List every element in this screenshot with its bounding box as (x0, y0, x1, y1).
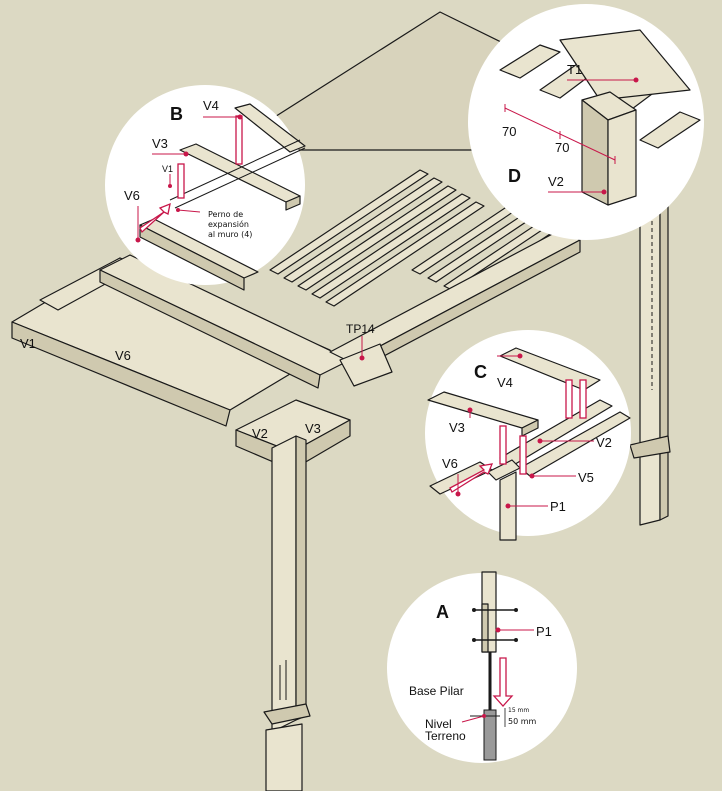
detail-d-t1-label: T1 (567, 62, 582, 77)
detail-c-v2-label: V2 (596, 435, 612, 450)
detail-c-v3-label: V3 (449, 420, 465, 435)
main-v2-label: V2 (252, 426, 268, 441)
detail-d-callout: D (508, 166, 521, 186)
detail-c-callout: C (474, 362, 487, 382)
detail-d-dim-2: 70 (555, 140, 569, 155)
detail-b: B V4 V3 V1 V6 Perno de expansión al muro… (105, 85, 306, 291)
detail-c-p1-label: P1 (550, 499, 566, 514)
detail-a-dim-15: 15 mm (508, 707, 529, 714)
detail-a-callout: A (436, 602, 449, 622)
main-v3-label: V3 (305, 421, 321, 436)
front-post (263, 435, 311, 791)
detail-a: A P1 Base Pilar Nivel Terreno 15 mm 50 m… (387, 571, 577, 763)
detail-c: C V4 V3 V2 V6 V5 P1 (425, 330, 631, 541)
main-v1-label: V1 (20, 336, 36, 351)
detail-b-v6-label: V6 (124, 188, 140, 203)
detail-c-v6-label: V6 (442, 456, 458, 471)
detail-b-v1-label: V1 (162, 164, 173, 174)
detail-a-p1-label: P1 (536, 624, 552, 639)
detail-b-callout: B (170, 104, 183, 124)
detail-b-v4-label: V4 (203, 98, 219, 113)
detail-b-v3-label: V3 (152, 136, 168, 151)
detail-a-nivel-line2: Terreno (425, 729, 466, 743)
main-v6-label: V6 (115, 348, 131, 363)
back-post (629, 149, 671, 526)
detail-c-v5-label: V5 (578, 470, 594, 485)
detail-d-dim-1: 70 (502, 124, 516, 139)
detail-b-note-line3: al muro (4) (208, 230, 252, 239)
detail-b-note-line2: expansión (208, 219, 249, 229)
detail-a-nivel-line1: Nivel (425, 717, 452, 731)
detail-c-v4-label: V4 (497, 375, 513, 390)
detail-a-base-label: Base Pilar (409, 684, 464, 698)
detail-b-note-line1: Perno de (208, 210, 243, 219)
detail-d-v2-label: V2 (548, 174, 564, 189)
main-tp14-label: TP14 (346, 322, 375, 336)
detail-d: D T1 70 70 V2 (468, 4, 704, 240)
detail-a-dim-50: 50 mm (508, 717, 537, 726)
